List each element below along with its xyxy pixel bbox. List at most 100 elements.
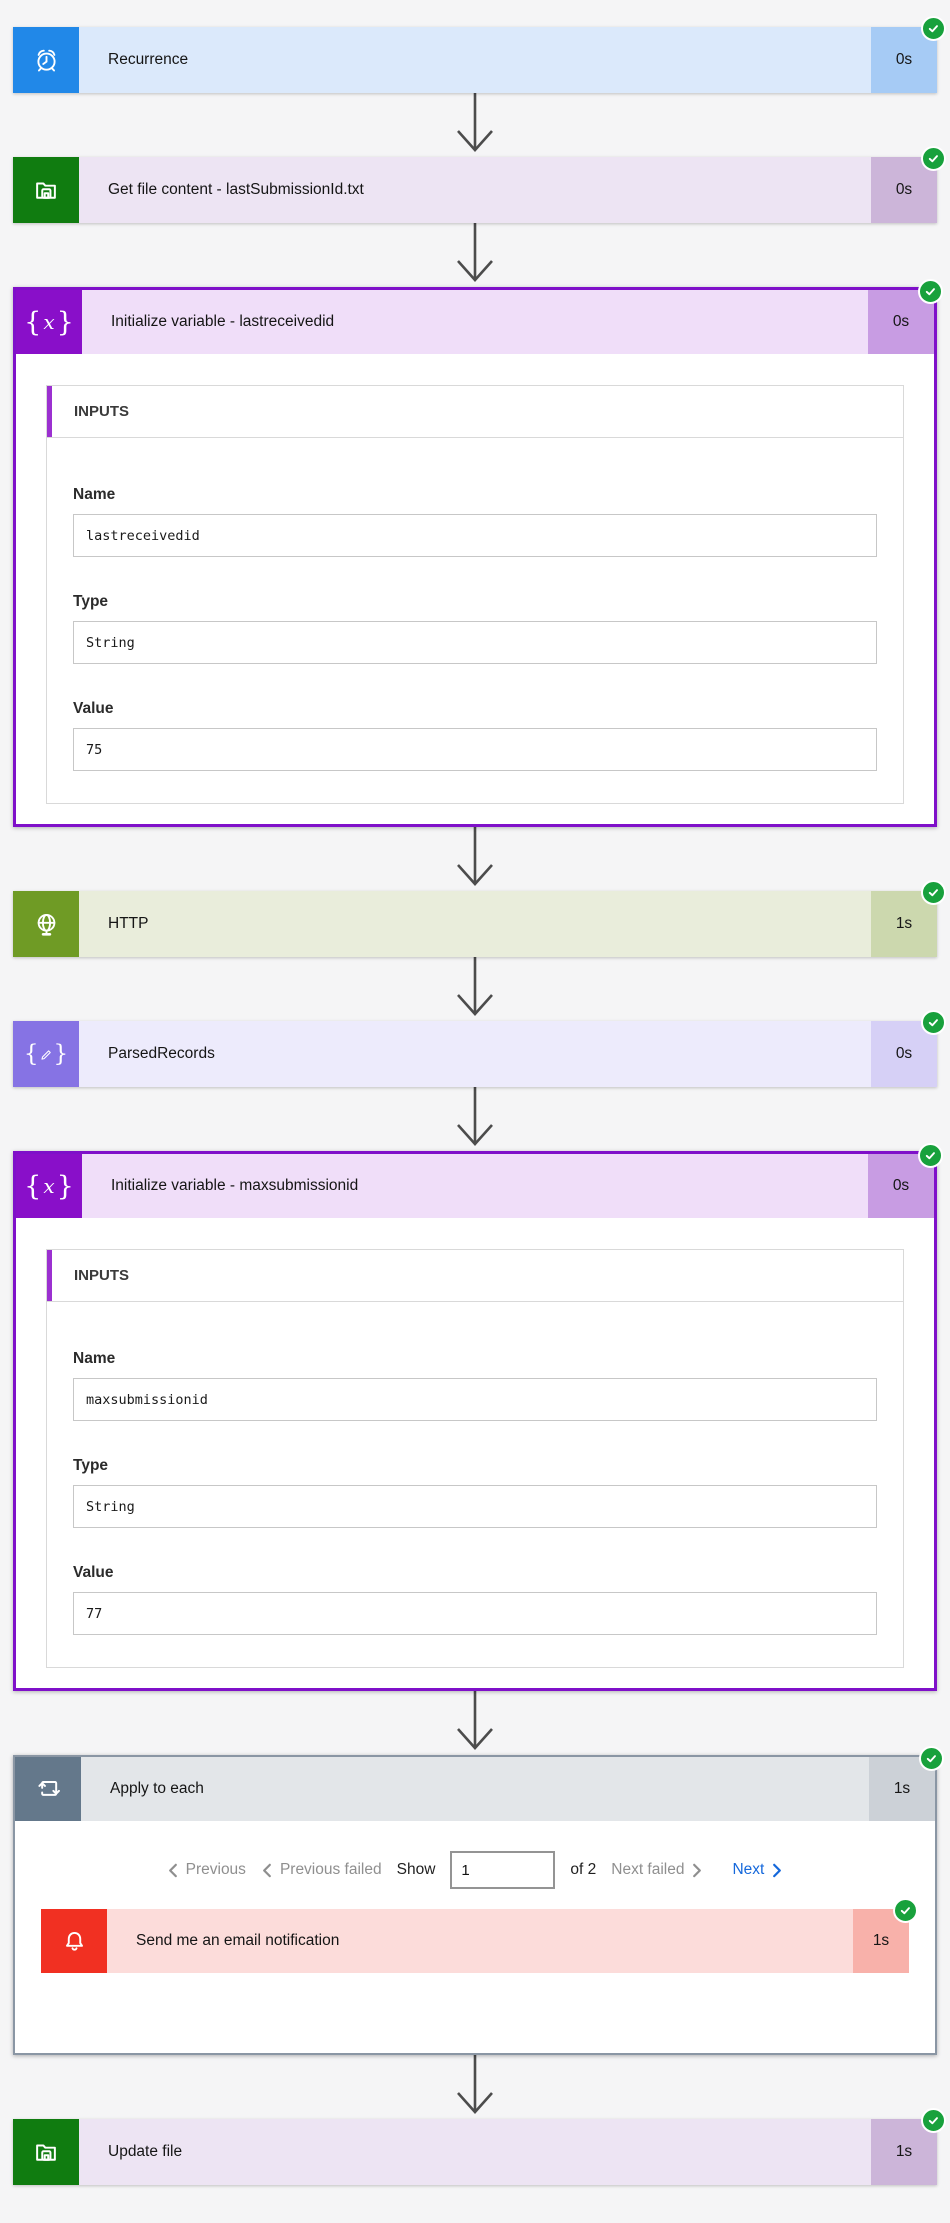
field-name: Name maxsubmissionid	[73, 1350, 877, 1421]
node-title: Recurrence	[79, 27, 871, 93]
chevron-left-icon	[263, 1863, 271, 1877]
connector-arrow	[13, 957, 937, 1021]
node-title: HTTP	[79, 891, 871, 957]
node-title: Initialize variable - lastreceivedid	[82, 290, 868, 354]
node-title: Send me an email notification	[107, 1909, 853, 1973]
inputs-panel: INPUTS Name maxsubmissionid Type String …	[46, 1249, 904, 1668]
folder-icon	[13, 2119, 79, 2185]
loop-child: Send me an email notification 1s	[41, 1898, 918, 1973]
check-icon	[900, 1907, 910, 1915]
connector-arrow	[13, 1691, 937, 1755]
previous-failed-label: Previous failed	[279, 1861, 382, 1878]
next-failed-button[interactable]: Next failed	[611, 1861, 703, 1879]
initialize-variable-header[interactable]: {x} Initialize variable - maxsubmissioni…	[16, 1154, 934, 1218]
connector-arrow	[13, 2055, 937, 2119]
inputs-header: INPUTS	[47, 386, 903, 438]
previous-button[interactable]: Previous	[167, 1861, 246, 1879]
check-icon	[928, 155, 938, 163]
check-icon	[926, 1755, 936, 1763]
field-value-row: Value 77	[73, 1564, 877, 1635]
node-send-email-notification[interactable]: Send me an email notification 1s	[41, 1898, 918, 1973]
check-icon	[928, 25, 938, 33]
connector-arrow	[13, 223, 937, 287]
inputs-panel: INPUTS Name lastreceivedid Type String V…	[46, 385, 904, 804]
next-label: Next	[732, 1861, 765, 1878]
card-details: INPUTS Name lastreceivedid Type String V…	[16, 354, 934, 824]
node-title: Update file	[79, 2119, 871, 2185]
page-number-input[interactable]	[450, 1851, 556, 1889]
card-initialize-variable-maxsubmissionid: {x} Initialize variable - maxsubmissioni…	[13, 1143, 943, 1691]
success-badge	[921, 16, 946, 41]
field-type: Type String	[73, 593, 877, 664]
check-icon	[925, 288, 935, 296]
show-label: Show	[396, 1861, 436, 1878]
variable-icon: {x}	[16, 1154, 82, 1218]
connector-arrow	[13, 1087, 937, 1151]
field-label: Type	[73, 1457, 109, 1474]
node-title: ParsedRecords	[79, 1021, 871, 1087]
check-icon	[925, 1152, 935, 1160]
field-value-row: Value 75	[73, 700, 877, 771]
bell-icon	[41, 1909, 107, 1973]
compose-pencil-icon: { }	[13, 1021, 79, 1087]
loop-body: Previous Previous failed Show of 2 Next …	[15, 1821, 935, 2053]
field-value: String	[73, 621, 877, 664]
field-name: Name lastreceivedid	[73, 486, 877, 557]
loop-icon	[15, 1757, 81, 1821]
previous-failed-button[interactable]: Previous failed	[261, 1861, 382, 1879]
variable-icon: {x}	[16, 290, 82, 354]
field-type: Type String	[73, 1457, 877, 1528]
success-badge	[919, 1746, 944, 1771]
of-total-label: of 2	[570, 1861, 597, 1878]
field-value: lastreceivedid	[73, 514, 877, 557]
check-icon	[928, 1019, 938, 1027]
card-details: INPUTS Name maxsubmissionid Type String …	[16, 1218, 934, 1688]
node-update-file[interactable]: Update file 1s	[13, 2108, 946, 2185]
alarm-clock-icon	[13, 27, 79, 93]
next-button[interactable]: Next	[732, 1861, 783, 1879]
success-badge	[921, 2108, 946, 2133]
inputs-fields: Name lastreceivedid Type String Value 75	[47, 438, 903, 803]
run-pagination: Previous Previous failed Show of 2 Next …	[41, 1839, 909, 1893]
field-label: Name	[73, 486, 116, 503]
check-icon	[928, 889, 938, 897]
success-badge	[893, 1898, 918, 1923]
field-label: Value	[73, 700, 114, 717]
field-value: 75	[73, 728, 877, 771]
node-title: Initialize variable - maxsubmissionid	[82, 1154, 868, 1218]
inputs-fields: Name maxsubmissionid Type String Value 7…	[47, 1302, 903, 1667]
chevron-left-icon	[168, 1863, 177, 1877]
apply-to-each-header[interactable]: Apply to each 1s	[15, 1757, 935, 1821]
duration-label: 0s	[871, 157, 937, 223]
check-icon	[928, 2117, 938, 2125]
success-badge	[921, 1010, 946, 1035]
inputs-header: INPUTS	[47, 1250, 903, 1302]
previous-label: Previous	[185, 1861, 246, 1878]
node-recurrence[interactable]: Recurrence 0s	[13, 16, 946, 93]
node-parsedrecords[interactable]: { } ParsedRecords 0s	[13, 1010, 946, 1087]
field-label: Type	[73, 593, 109, 610]
success-badge	[921, 146, 946, 171]
field-value: maxsubmissionid	[73, 1378, 877, 1421]
connector-arrow	[13, 93, 937, 157]
node-http[interactable]: HTTP 1s	[13, 880, 946, 957]
field-label: Value	[73, 1564, 114, 1581]
node-get-file-content[interactable]: Get file content - lastSubmissionId.txt …	[13, 146, 946, 223]
connector-arrow	[13, 827, 937, 891]
success-badge	[918, 1143, 943, 1168]
card-initialize-variable-lastreceivedid: {x} Initialize variable - lastreceivedid…	[13, 279, 943, 827]
field-value: 77	[73, 1592, 877, 1635]
field-value: String	[73, 1485, 877, 1528]
next-failed-label: Next failed	[611, 1861, 685, 1878]
field-label: Name	[73, 1350, 116, 1367]
initialize-variable-header[interactable]: {x} Initialize variable - lastreceivedid…	[16, 290, 934, 354]
globe-icon	[13, 891, 79, 957]
card-apply-to-each: Apply to each 1s Previous Previous faile…	[13, 1746, 944, 2055]
node-title: Apply to each	[81, 1757, 869, 1821]
chevron-right-icon	[773, 1863, 782, 1877]
success-badge	[921, 880, 946, 905]
folder-icon	[13, 157, 79, 223]
success-badge	[918, 279, 943, 304]
node-title: Get file content - lastSubmissionId.txt	[79, 157, 871, 223]
